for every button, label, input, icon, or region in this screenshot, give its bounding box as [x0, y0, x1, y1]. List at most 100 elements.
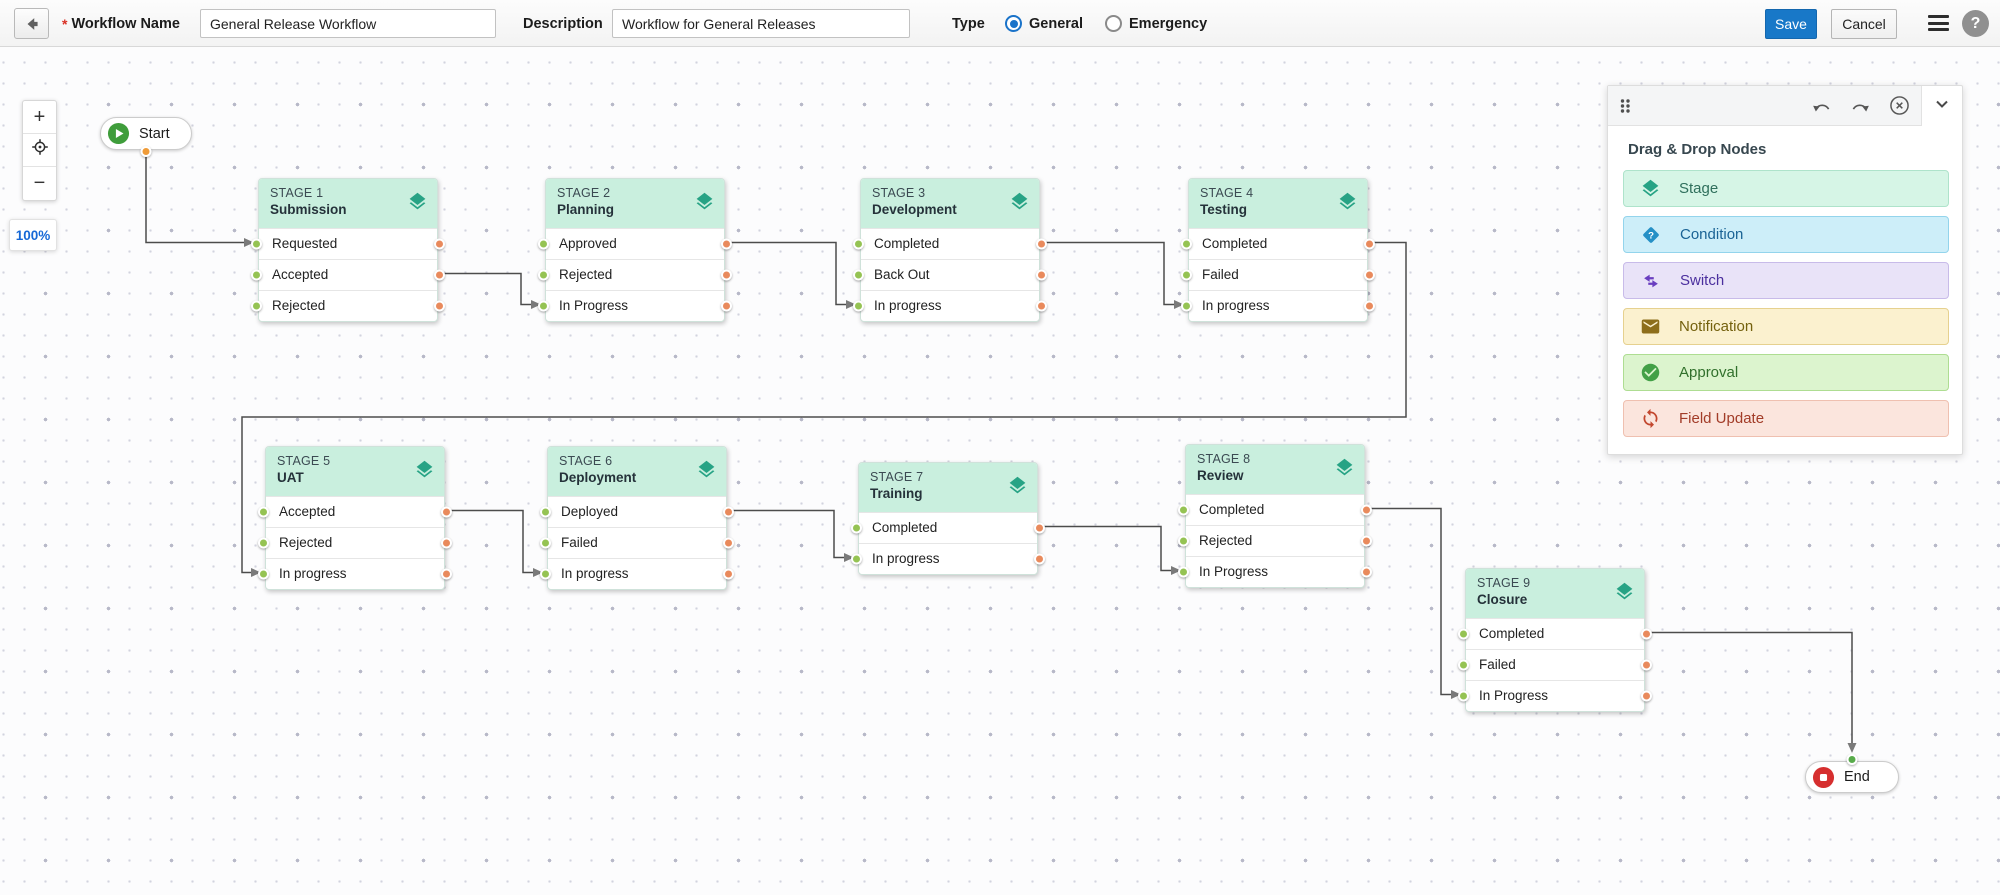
output-port[interactable] [434, 269, 445, 281]
back-button[interactable] [14, 8, 49, 39]
input-port[interactable] [853, 300, 864, 312]
input-port[interactable] [851, 553, 862, 565]
input-port[interactable] [251, 238, 262, 250]
input-port[interactable] [1178, 535, 1189, 547]
output-port[interactable] [723, 568, 734, 580]
start-output-port[interactable] [140, 146, 152, 157]
stage-status-row[interactable]: Failed [1181, 259, 1375, 290]
output-port[interactable] [1641, 690, 1652, 702]
connection-line[interactable] [1365, 507, 1461, 699]
input-port[interactable] [853, 269, 864, 281]
description-input[interactable] [612, 9, 910, 38]
input-port[interactable] [538, 238, 549, 250]
input-port[interactable] [1181, 269, 1192, 281]
stage-status-row[interactable]: Completed [853, 228, 1047, 259]
start-node[interactable]: Start [100, 117, 192, 157]
input-port[interactable] [251, 269, 262, 281]
output-port[interactable] [1361, 566, 1372, 578]
end-node[interactable]: End [1805, 754, 1899, 793]
output-port[interactable] [1036, 238, 1047, 250]
menu-icon[interactable] [1928, 15, 1949, 31]
type-radio-emergency[interactable]: Emergency [1105, 15, 1207, 32]
stage-status-row[interactable]: Completed [1178, 494, 1372, 525]
stage-status-row[interactable]: Accepted [258, 496, 452, 527]
zoom-in-button[interactable]: + [23, 101, 56, 134]
stage-status-row[interactable]: Back Out [853, 259, 1047, 290]
stage-status-row[interactable]: Failed [1458, 649, 1652, 680]
connection-line[interactable] [241, 241, 1407, 577]
stage-status-row[interactable]: Completed [1458, 618, 1652, 649]
output-port[interactable] [1641, 628, 1652, 640]
output-port[interactable] [1364, 238, 1375, 250]
stage-status-row[interactable]: Completed [1181, 228, 1375, 259]
type-radio-general[interactable]: General [1005, 15, 1083, 32]
stage-status-row[interactable]: In progress [853, 290, 1047, 321]
output-port[interactable] [1036, 269, 1047, 281]
palette-item-condition[interactable]: ?Condition [1623, 216, 1949, 253]
input-port[interactable] [540, 537, 551, 549]
output-port[interactable] [723, 506, 734, 518]
output-port[interactable] [441, 506, 452, 518]
output-port[interactable] [441, 568, 452, 580]
connection-line[interactable] [727, 509, 854, 562]
input-port[interactable] [258, 568, 269, 580]
output-port[interactable] [1036, 300, 1047, 312]
input-port[interactable] [1178, 566, 1189, 578]
input-port[interactable] [1181, 238, 1192, 250]
input-port[interactable] [1458, 659, 1469, 671]
connection-line[interactable] [1040, 241, 1184, 309]
output-port[interactable] [721, 269, 732, 281]
output-port[interactable] [723, 537, 734, 549]
palette-item-stage[interactable]: Stage [1623, 170, 1949, 207]
input-port[interactable] [853, 238, 864, 250]
input-port[interactable] [258, 506, 269, 518]
connection-line[interactable] [725, 241, 856, 309]
stage-status-row[interactable]: Completed [851, 512, 1045, 543]
stage-status-row[interactable]: Rejected [258, 527, 452, 558]
workflow-name-input[interactable] [200, 9, 496, 38]
palette-item-notification[interactable]: Notification [1623, 308, 1949, 345]
input-port[interactable] [851, 522, 862, 534]
output-port[interactable] [1034, 522, 1045, 534]
stage-status-row[interactable]: In Progress [1178, 556, 1372, 587]
output-port[interactable] [1641, 659, 1652, 671]
zoom-out-button[interactable]: − [33, 172, 46, 194]
drag-handle-icon[interactable] [1618, 97, 1632, 115]
stage-status-row[interactable]: Deployed [540, 496, 734, 527]
stage-status-row[interactable]: Failed [540, 527, 734, 558]
output-port[interactable] [1364, 300, 1375, 312]
palette-item-approval[interactable]: Approval [1623, 354, 1949, 391]
connection-line[interactable] [445, 509, 543, 577]
palette-item-switch[interactable]: Switch [1623, 262, 1949, 299]
input-port[interactable] [538, 269, 549, 281]
stage-status-row[interactable]: Rejected [1178, 525, 1372, 556]
redo-icon[interactable] [1849, 94, 1872, 117]
output-port[interactable] [1361, 504, 1372, 516]
output-port[interactable] [1034, 553, 1045, 565]
output-port[interactable] [721, 300, 732, 312]
close-icon[interactable] [1888, 94, 1911, 117]
cancel-button[interactable]: Cancel [1831, 9, 1897, 39]
output-port[interactable] [1364, 269, 1375, 281]
connection-line[interactable] [438, 272, 541, 309]
stage-status-row[interactable]: Approved [538, 228, 732, 259]
stage-status-row[interactable]: Requested [251, 228, 445, 259]
stage-status-row[interactable]: In progress [851, 543, 1045, 574]
stage-status-row[interactable]: Accepted [251, 259, 445, 290]
undo-icon[interactable] [1810, 94, 1833, 117]
input-port[interactable] [258, 537, 269, 549]
input-port[interactable] [1181, 300, 1192, 312]
input-port[interactable] [251, 300, 262, 312]
output-port[interactable] [434, 300, 445, 312]
stage-status-row[interactable]: In Progress [1458, 680, 1652, 711]
stage-status-row[interactable]: In progress [540, 558, 734, 589]
stage-status-row[interactable]: In progress [1181, 290, 1375, 321]
